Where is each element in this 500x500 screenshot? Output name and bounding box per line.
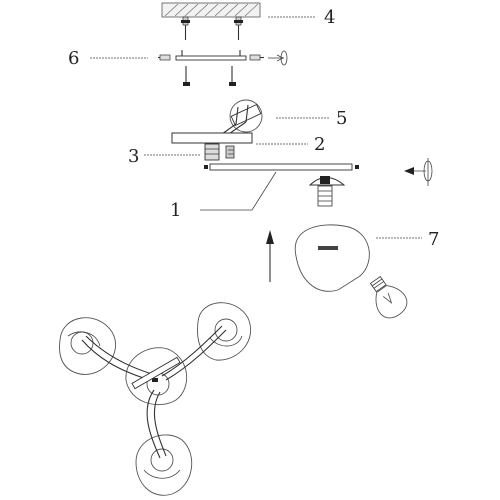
callout-5: 5 bbox=[336, 108, 347, 129]
arm-left bbox=[81, 339, 151, 381]
anchor-screw bbox=[234, 16, 243, 40]
mounting-screw bbox=[183, 66, 190, 86]
globe-bottom bbox=[135, 434, 193, 496]
canopy-plate bbox=[171, 132, 253, 144]
arm-left-parallel bbox=[85, 335, 153, 375]
left-arrow-icon bbox=[404, 158, 433, 186]
rotate-arrow-icon bbox=[268, 50, 288, 66]
mounting-screw bbox=[229, 66, 236, 86]
cable-gland bbox=[204, 143, 235, 161]
fixture-canopy bbox=[131, 356, 181, 390]
wire-connector bbox=[221, 99, 263, 137]
glass-globe bbox=[294, 224, 370, 292]
assembled-fixture bbox=[59, 302, 251, 496]
arm-right-parallel bbox=[161, 325, 223, 377]
light-bulb-icon bbox=[369, 275, 408, 319]
globe-right bbox=[197, 302, 251, 361]
arm-bottom-parallel bbox=[153, 391, 167, 457]
arm-right bbox=[165, 329, 227, 381]
callout-4: 4 bbox=[324, 7, 335, 28]
callout-7: 7 bbox=[428, 229, 439, 250]
ceiling-mount bbox=[161, 2, 261, 40]
callout-3: 3 bbox=[128, 146, 139, 167]
arm-tube bbox=[204, 163, 359, 207]
callout-1: 1 bbox=[170, 200, 181, 221]
callout-2: 2 bbox=[314, 134, 325, 155]
bracket-screw bbox=[249, 54, 264, 61]
callout-6: 6 bbox=[68, 48, 79, 69]
leader-1 bbox=[200, 171, 277, 211]
arm-bottom bbox=[146, 389, 161, 459]
mounting-bracket bbox=[158, 50, 264, 86]
bracket-screw bbox=[158, 54, 171, 61]
anchor-screw bbox=[181, 16, 190, 40]
up-arrow-icon bbox=[266, 230, 274, 282]
